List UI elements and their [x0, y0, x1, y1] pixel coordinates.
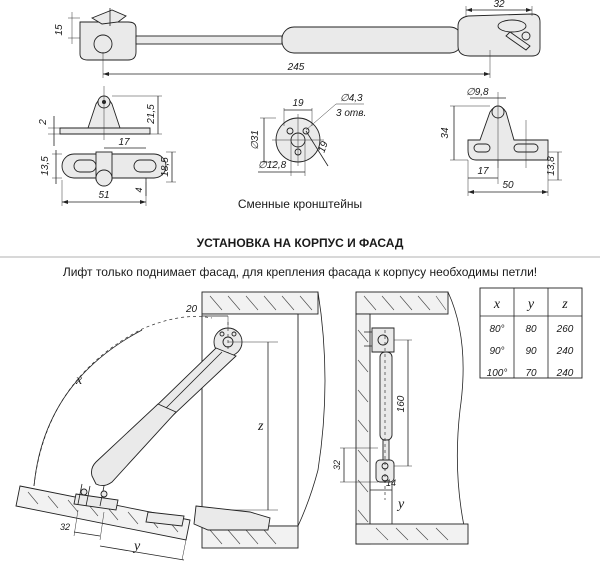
dim-angle-height: 34 — [440, 127, 451, 139]
angle-bracket-view: ∅9,8 34 17 50 13,8 — [440, 87, 562, 196]
dim-round-hole: ∅4,3 — [340, 93, 363, 104]
dim-round-outer: ∅31 — [250, 130, 261, 150]
table-cell: 90° — [489, 346, 504, 357]
round-bracket-view: 19 ∅4,3 3 отв. ∅31 19 ∅12,8 — [250, 93, 366, 176]
dim-angle-offset: 17 — [477, 166, 489, 177]
table-cell: 240 — [556, 346, 574, 357]
dim-y-var: y — [132, 539, 141, 554]
dim-overall-length: 245 — [287, 62, 305, 73]
dim-top-offset: 20 — [185, 304, 198, 315]
dim-bottom-small: 4 — [134, 187, 144, 192]
dim-bottom-width-a: 13,5 — [40, 156, 51, 176]
table-cell: 100° — [487, 368, 508, 379]
dim-angle-pin: ∅9,8 — [466, 87, 489, 98]
dim-angle-foot: 13,8 — [546, 156, 557, 176]
table-cell: 90 — [525, 346, 537, 357]
dim-round-diag: 19 — [317, 140, 331, 155]
install-diagram-front: 20 z x 32 — [15, 291, 326, 561]
dim-bottom-length: 51 — [98, 190, 109, 201]
dim-side-y-var: y — [396, 497, 405, 512]
dim-side-length: 160 — [396, 395, 407, 412]
dim-bracket-width: 32 — [493, 0, 505, 10]
dim-bottom-offset: 32 — [60, 522, 70, 532]
table-cells: x y z 80° 80 260 90° 90 240 100° 70 240 — [487, 297, 574, 379]
table-cell: 80 — [525, 324, 537, 335]
dim-bottom-width-b: 18,5 — [160, 157, 171, 177]
install-diagram-side: 160 32 14 y — [332, 291, 469, 545]
dim-side-small: 14 — [386, 478, 396, 488]
dim-thickness: 2 — [38, 119, 49, 126]
dim-bottom-offset: 17 — [118, 137, 130, 148]
side-bracket-view: 2 21,5 — [38, 86, 162, 146]
dim-z-var: z — [257, 419, 264, 434]
table-header-x: x — [493, 297, 501, 312]
table-cell: 240 — [556, 368, 574, 379]
brackets-caption: Сменные кронштейны — [238, 197, 362, 211]
dim-round-hole-count: 3 отв. — [336, 108, 366, 119]
dim-side-height: 21,5 — [146, 104, 157, 125]
section-title: УСТАНОВКА НА КОРПУС И ФАСАД — [197, 236, 404, 250]
table-header-z: z — [561, 297, 568, 312]
hinge-warning: Лифт только поднимает фасад, для креплен… — [63, 265, 537, 279]
table-cell: 70 — [525, 368, 537, 379]
side-bracket-bottom-view: 13,5 17 18,5 4 51 — [40, 137, 176, 206]
dim-height-15: 15 — [54, 24, 65, 36]
dim-round-spacing: 19 — [292, 98, 304, 109]
table-cell: 80° — [489, 324, 504, 335]
gas-lift-top-view: 15 245 32 — [54, 0, 541, 78]
dim-round-inner: ∅12,8 — [258, 160, 287, 171]
dim-x-var: x — [75, 373, 83, 388]
table-cell: 260 — [556, 324, 574, 335]
dim-side-offset: 32 — [332, 460, 342, 470]
table-header-y: y — [526, 297, 535, 312]
dim-angle-length: 50 — [502, 180, 514, 191]
xyz-table: x y z 80° 80 260 90° 90 240 100° 70 240 — [479, 287, 583, 379]
